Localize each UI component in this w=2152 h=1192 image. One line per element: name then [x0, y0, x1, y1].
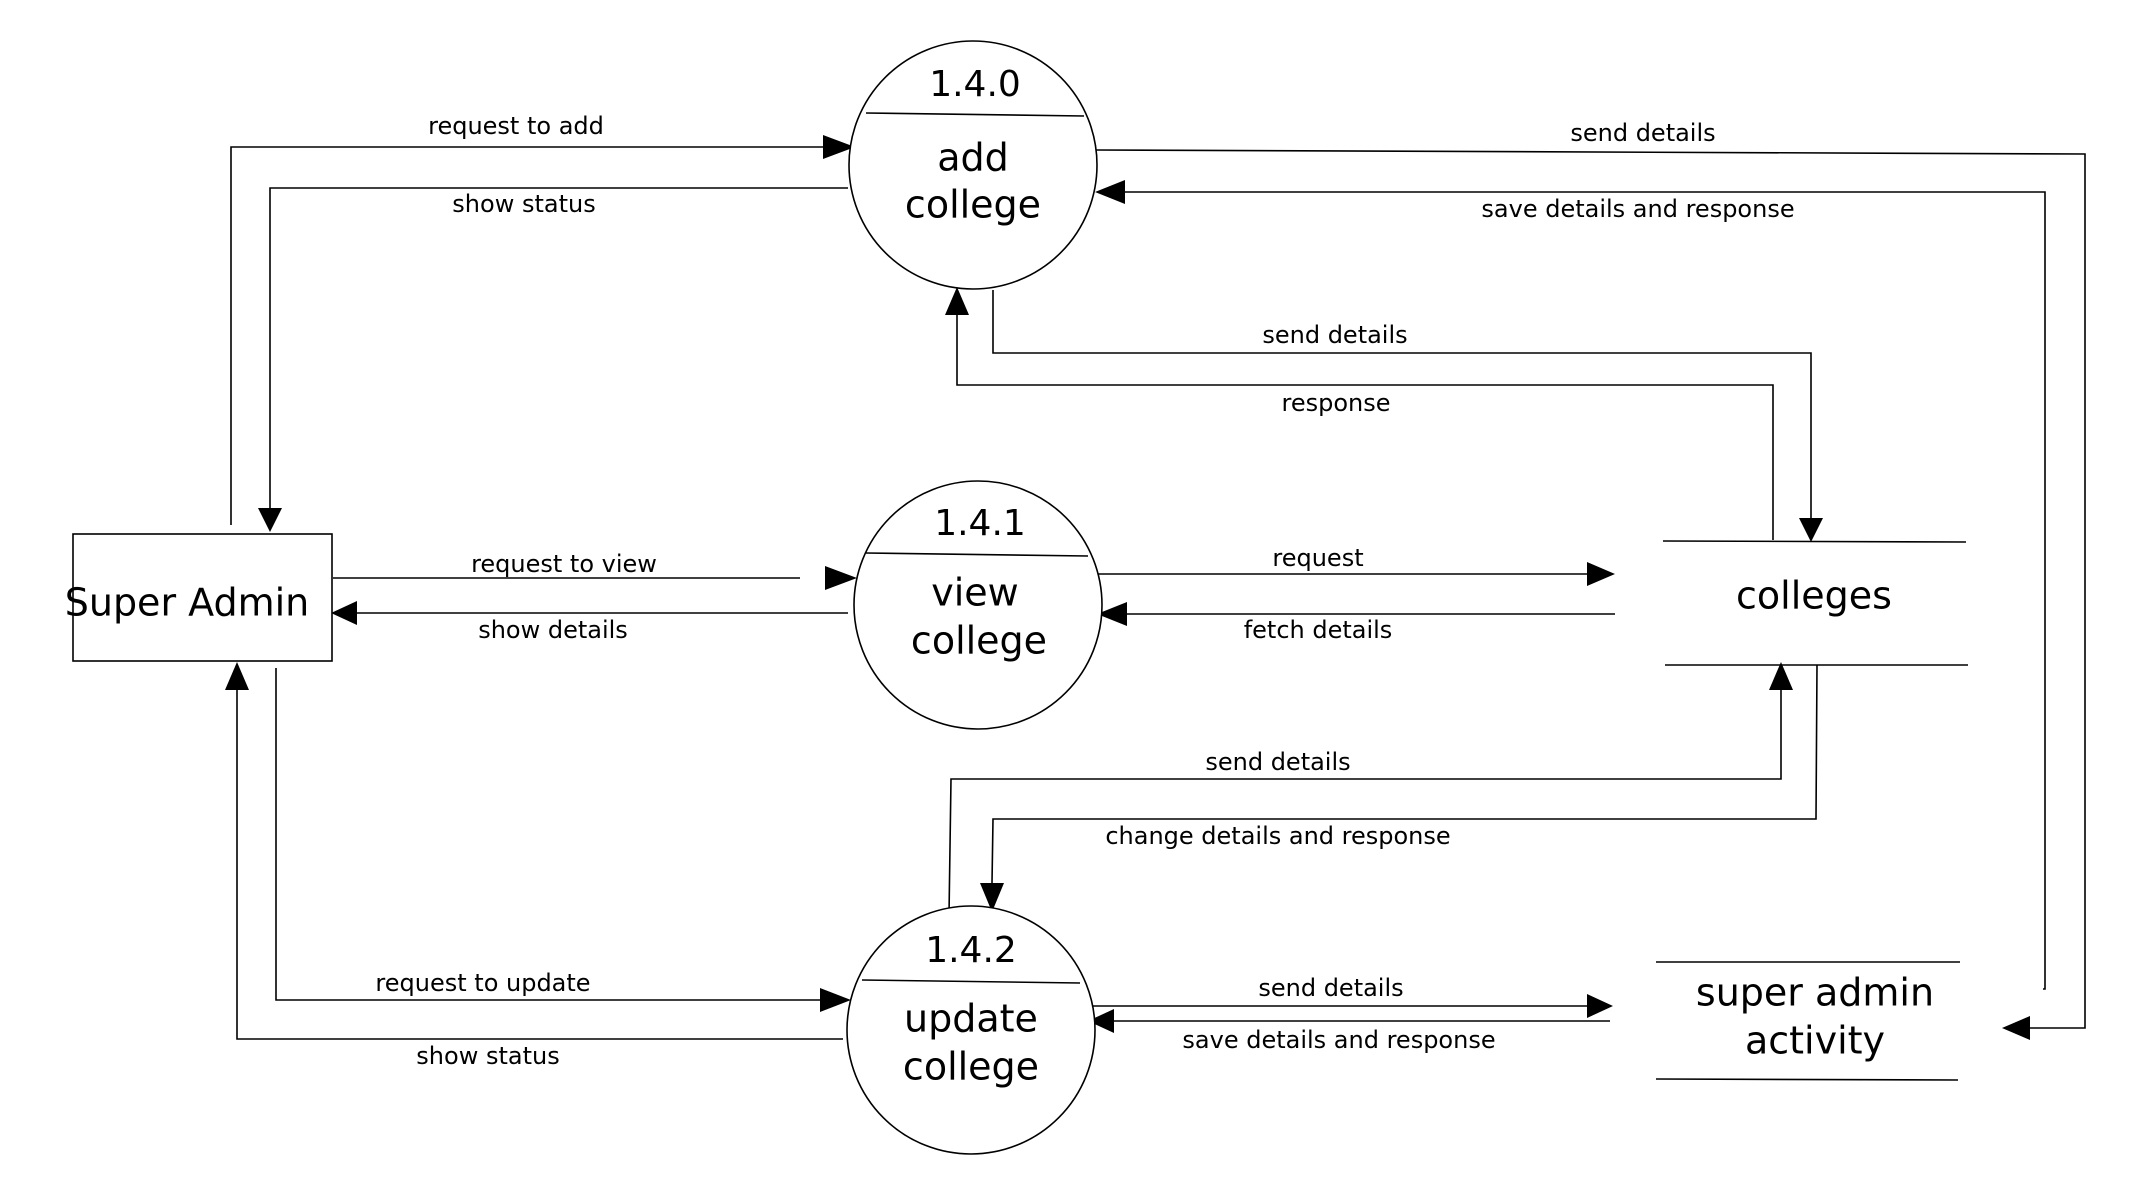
process-divider — [865, 112, 1085, 117]
flow-line-response-add — [956, 315, 1774, 540]
entity-super-admin: Super Admin — [65, 533, 333, 662]
arrowhead-send-details-add-activity — [2002, 1016, 2030, 1040]
flow-label-send-details-update-colleges: send details — [1205, 748, 1350, 776]
flow-line-request-to-update — [275, 668, 820, 1001]
arrowhead-request-to-view — [825, 566, 857, 590]
process-divider — [865, 552, 1089, 557]
flow-labels: request to add show status send details … — [375, 112, 1794, 1070]
arrowhead-response-add — [945, 287, 969, 315]
flow-label-response-add: response — [1281, 389, 1390, 417]
store-bottom-line — [1655, 1078, 1959, 1081]
flow-label-send-details-add-activity: send details — [1570, 119, 1715, 147]
flow-arrowheads — [225, 135, 2030, 1040]
arrowhead-show-details — [331, 601, 357, 625]
process-number: 1.4.1 — [934, 503, 1026, 544]
flow-label-request-to-update: request to update — [375, 969, 590, 997]
arrowhead-request-to-add — [823, 135, 855, 159]
arrowhead-send-details-add-colleges — [1799, 518, 1823, 542]
flow-label-show-status-update: show status — [416, 1042, 559, 1070]
process-view-college: 1.4.1 view college — [853, 480, 1103, 730]
process-name-line1: add — [937, 136, 1009, 180]
flow-line-request-to-add — [230, 146, 823, 525]
flow-label-save-details-update: save details and response — [1182, 1026, 1495, 1054]
store-colleges: colleges — [1662, 540, 1968, 666]
process-name-line1: update — [904, 997, 1038, 1041]
entity-box — [72, 533, 333, 662]
flow-line-change-details — [991, 664, 1818, 884]
store-top-line — [1662, 540, 1967, 543]
flow-label-show-details: show details — [478, 616, 628, 644]
store-label: colleges — [1736, 574, 1892, 618]
flow-lines — [230, 146, 2086, 1040]
flow-line-send-details-add-colleges — [992, 290, 1812, 518]
process-divider — [861, 979, 1081, 984]
arrowhead-fetch-details — [1097, 602, 1127, 626]
process-add-college: 1.4.0 add college — [848, 40, 1098, 290]
arrowhead-send-details-update-colleges — [1769, 662, 1793, 690]
store-label-line2: activity — [1745, 1019, 1885, 1063]
process-update-college: 1.4.2 update college — [846, 905, 1096, 1155]
arrowhead-request-view — [1587, 562, 1615, 586]
arrowhead-show-status-add — [258, 508, 282, 532]
flow-label-change-details: change details and response — [1105, 822, 1450, 850]
flow-label-send-details-update-activity: send details — [1258, 974, 1403, 1002]
store-label-line1: super admin — [1696, 971, 1934, 1015]
flow-label-request-to-add: request to add — [428, 112, 604, 140]
arrowhead-request-to-update — [820, 988, 851, 1012]
entity-label: Super Admin — [65, 581, 310, 625]
flow-line-show-status-update — [236, 690, 843, 1040]
process-name-line1: view — [931, 571, 1019, 615]
arrowhead-save-details-update — [1088, 1009, 1114, 1033]
process-circle — [846, 905, 1096, 1155]
process-circle — [853, 480, 1103, 730]
process-number: 1.4.2 — [925, 930, 1017, 971]
flow-line-send-details-add-activity — [1094, 149, 2086, 1029]
flow-line-show-status-add — [269, 187, 848, 508]
flow-label-save-details-add: save details and response — [1481, 195, 1794, 223]
flow-label-request-to-view: request to view — [471, 550, 657, 578]
process-circle — [848, 40, 1098, 290]
arrowhead-send-details-update-activity — [1587, 994, 1613, 1018]
flow-label-show-status-add: show status — [452, 190, 595, 218]
store-super-admin-activity: super admin activity — [1655, 961, 1960, 1081]
process-number: 1.4.0 — [929, 64, 1021, 105]
arrowhead-save-details-add — [1095, 180, 1125, 204]
flow-label-send-details-add-colleges: send details — [1262, 321, 1407, 349]
arrowhead-change-details — [980, 883, 1004, 912]
flow-line-send-details-update-colleges — [948, 690, 1782, 916]
process-name-line2: college — [911, 619, 1047, 663]
flow-line-save-details-add — [1125, 191, 2046, 990]
arrowhead-show-status-update — [225, 662, 249, 690]
process-name-line2: college — [903, 1045, 1039, 1089]
process-name-line2: college — [905, 183, 1041, 227]
flow-label-fetch-details: fetch details — [1244, 616, 1393, 644]
flow-label-request-view: request — [1272, 544, 1363, 572]
